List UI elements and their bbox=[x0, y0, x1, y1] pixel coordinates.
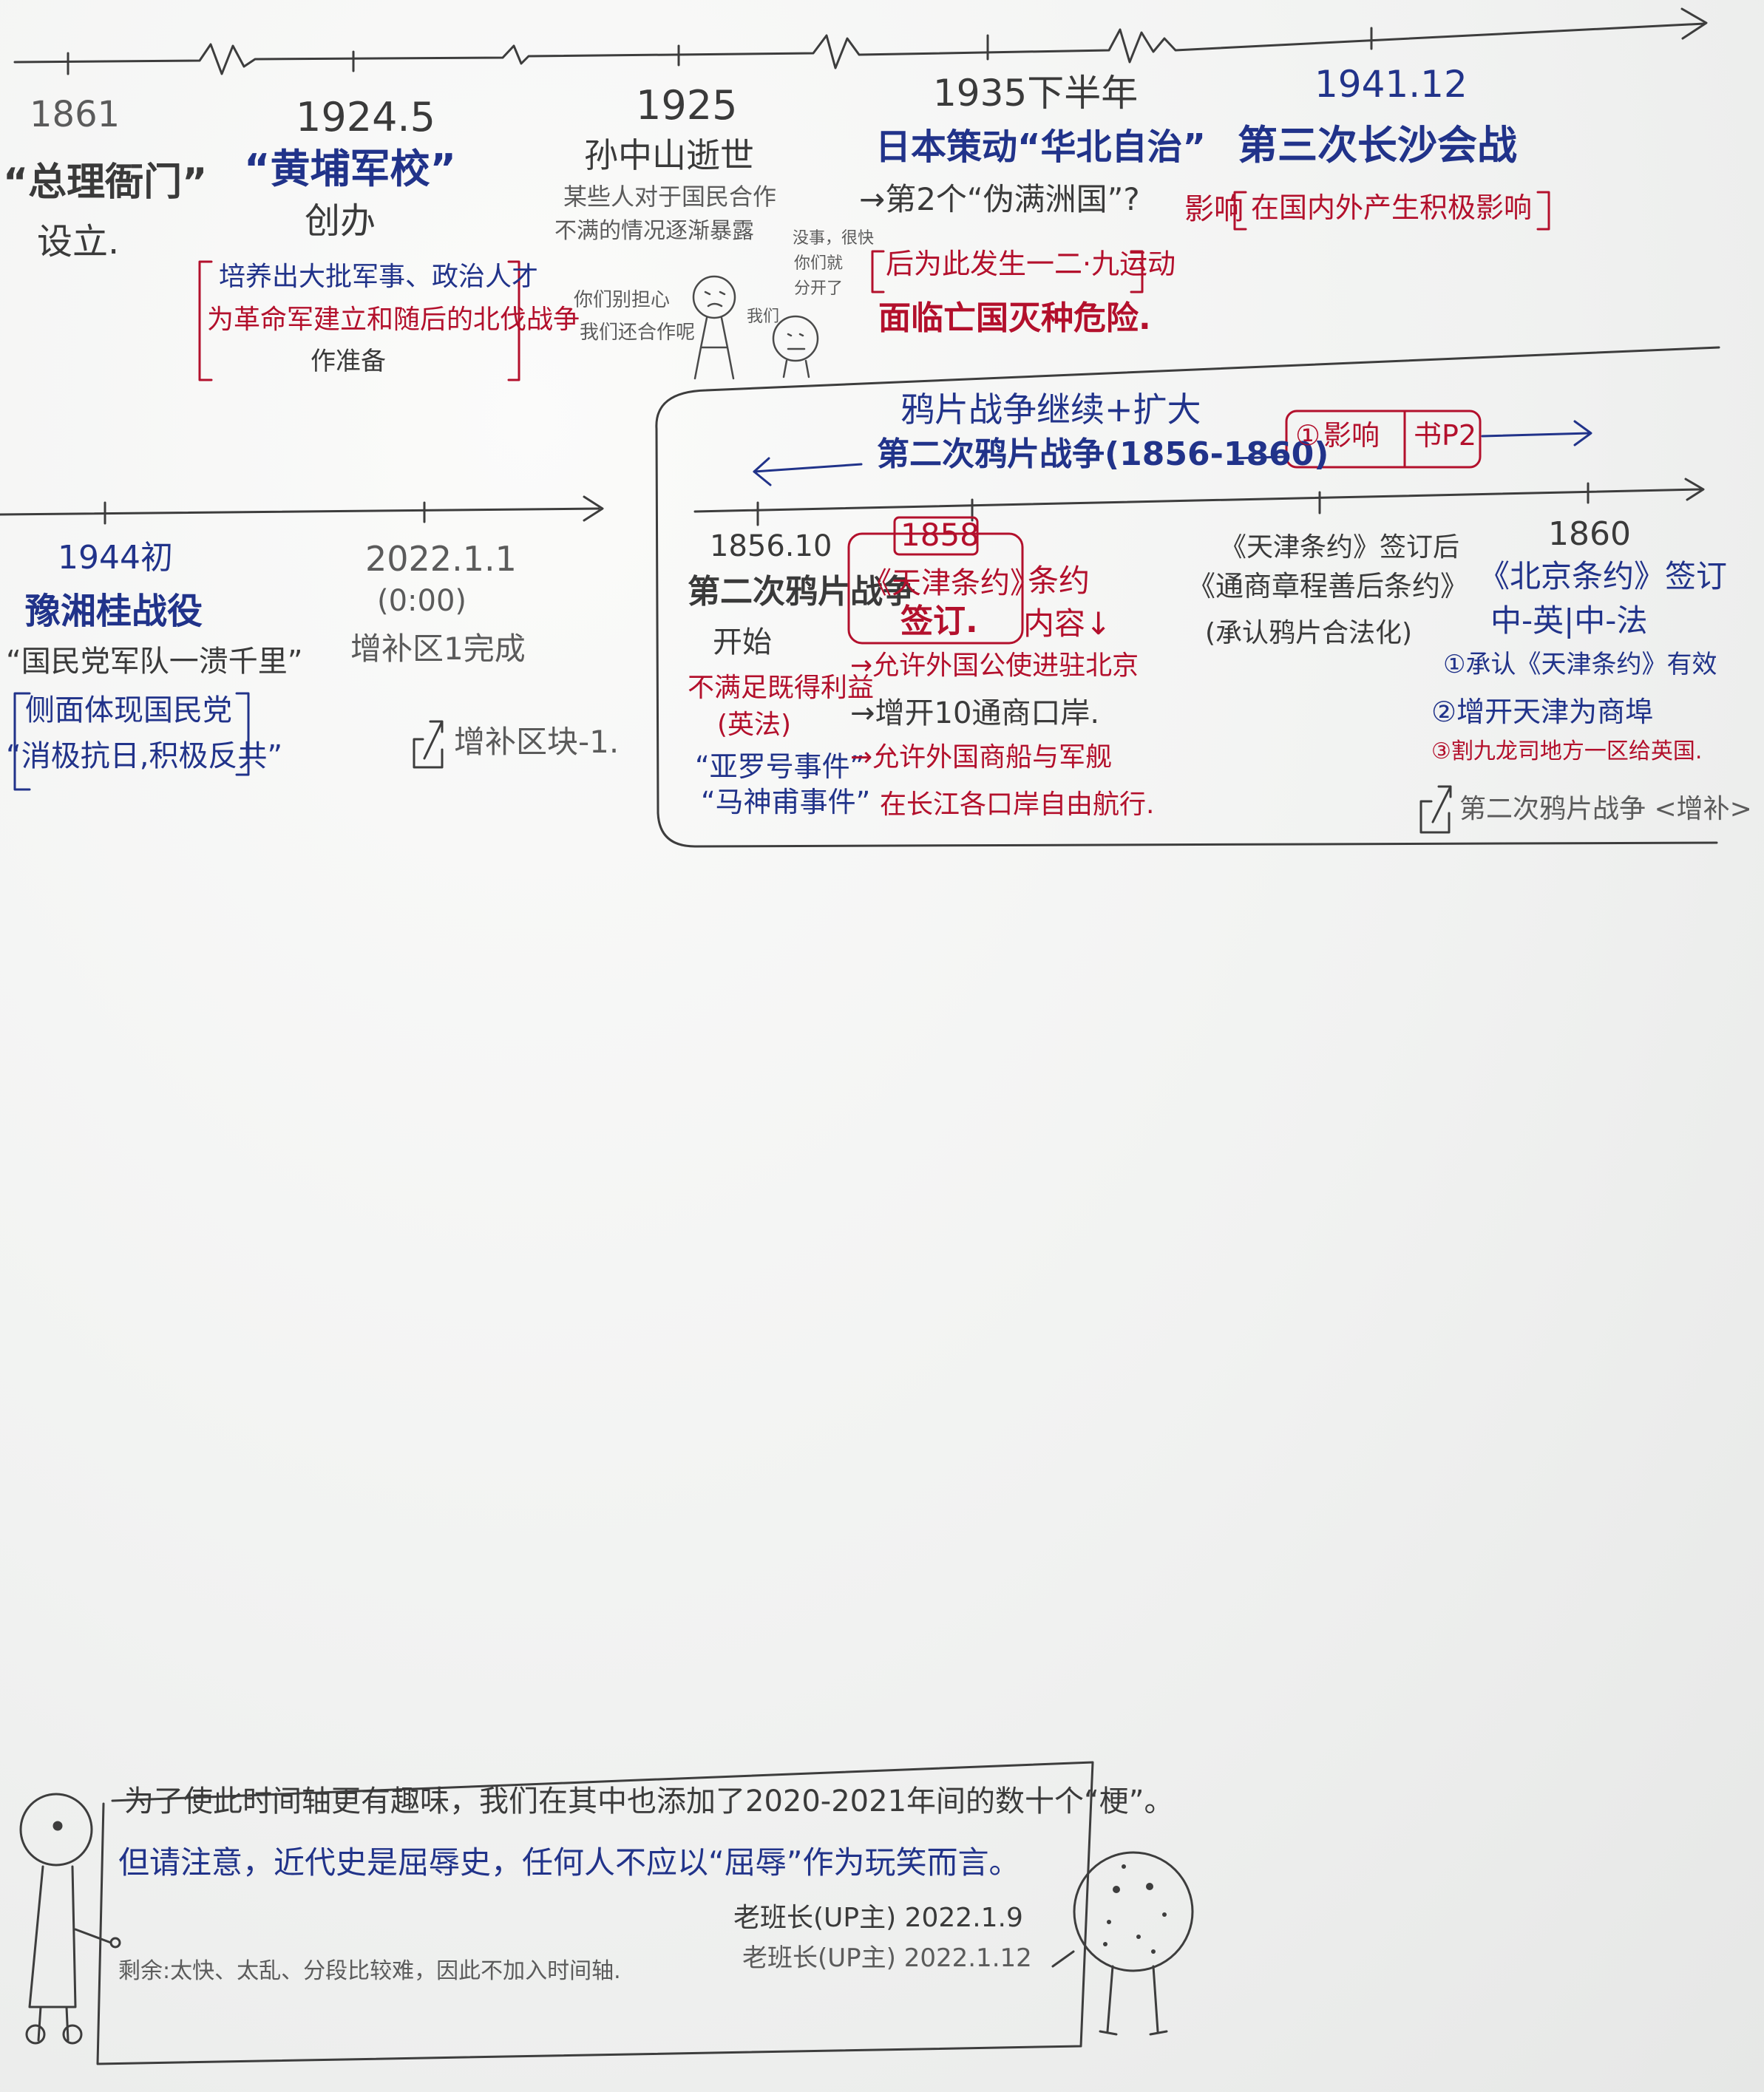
bottom-timeline-axis bbox=[0, 507, 600, 516]
supplement-line: 《通商章程善后条约》 bbox=[1187, 570, 1469, 602]
event-date: 1861 bbox=[30, 94, 121, 135]
treaty-year: 1858 bbox=[900, 517, 980, 553]
event-side: 没事，很快 bbox=[793, 229, 875, 248]
event-date: 1925 bbox=[636, 82, 738, 129]
start-title: 第二次鸦片战争 bbox=[688, 573, 915, 611]
footer-signature-1: 老班长(UP主) 2022.1.9 bbox=[733, 1903, 1023, 1933]
start-reason: “马神甫事件” bbox=[701, 786, 871, 818]
event-note: 不满的情况逐渐暴露 bbox=[554, 218, 754, 244]
event-side: 分开了 bbox=[794, 279, 844, 298]
event-date: 2022.1.1 bbox=[365, 539, 517, 579]
impact-tag-frame bbox=[1285, 410, 1482, 469]
footer-frame bbox=[96, 1761, 1094, 2065]
end-title: 《北京条约》签订 bbox=[1479, 558, 1728, 594]
event-title: 增补区1完成 bbox=[350, 631, 526, 667]
supplement-line: (承认鸦片合法化) bbox=[1205, 618, 1413, 648]
event-title: 豫湘桂战役 bbox=[25, 591, 203, 632]
event-note: 后为此发生一二·九运动 bbox=[886, 248, 1176, 280]
link-icon-1 bbox=[413, 720, 444, 769]
end-item: ②增开天津为商埠 bbox=[1431, 696, 1654, 728]
event-note: 侧面体现国民党 bbox=[25, 693, 232, 727]
event-note: 影响 bbox=[1184, 192, 1244, 226]
event-side: 你们别担心 bbox=[574, 289, 671, 311]
impact-tag-ref: 书P2 bbox=[1414, 419, 1477, 452]
start-reason: “亚罗号事件” bbox=[695, 750, 865, 783]
link-icon-2 bbox=[1419, 785, 1452, 834]
addendum-inner-axis bbox=[693, 488, 1702, 513]
footer-line-1: 为了使此时间轴更有趣味，我们在其中也添加了2020-2021年间的数十个“梗”。 bbox=[124, 1784, 1174, 1818]
addendum-header-2: 第二次鸦片战争(1856-1860) bbox=[877, 435, 1329, 473]
end-sub: 中-英|中-法 bbox=[1490, 602, 1648, 639]
treaty-clause: 在长江各口岸自由航行. bbox=[880, 789, 1155, 820]
end-item: ③割九龙司地方一区给英国. bbox=[1431, 738, 1703, 764]
period-arrow-right-head bbox=[1573, 420, 1592, 446]
event-side: 你们就 bbox=[794, 254, 844, 273]
event-note: →第2个“伪满洲国”? bbox=[859, 181, 1140, 217]
treaty-1858-frame bbox=[847, 532, 1024, 645]
period-arrow-right bbox=[1233, 432, 1591, 460]
event-note: 作准备 bbox=[311, 347, 386, 376]
addendum-box bbox=[655, 346, 1720, 848]
event-sub: 创办 bbox=[305, 200, 376, 242]
event-title: 孙中山逝世 bbox=[584, 135, 754, 175]
impact-tag-label[interactable]: 影响 bbox=[1323, 419, 1380, 452]
footer-line-2: 但请注意，近代史是屈辱史，任何人不应以“屈辱”作为玩笑而言。 bbox=[118, 1844, 1020, 1881]
bottom-timeline-arrowhead bbox=[583, 495, 604, 522]
event-note: “国民党军队一溃千里” bbox=[6, 645, 303, 679]
event-title: 日本策动“华北自治” bbox=[875, 126, 1207, 168]
period-arrow-left bbox=[753, 463, 863, 473]
event-note: 为革命军建立和随后的北伐战争 bbox=[207, 305, 580, 335]
addendum-header-1: 鸦片战争继续+扩大 bbox=[900, 390, 1201, 429]
event-note: 培养出大批军事、政治人才 bbox=[219, 262, 539, 292]
event-date: 1944初 bbox=[58, 539, 173, 577]
treaty-side: 条约 bbox=[1028, 563, 1090, 599]
start-sub: 开始 bbox=[713, 625, 772, 659]
event-note: 某些人对于国民合作 bbox=[563, 183, 777, 211]
start-reason: 不满足既得利益 bbox=[688, 673, 875, 703]
end-date: 1860 bbox=[1548, 515, 1631, 553]
bracket-1935 bbox=[871, 250, 1144, 293]
top-timeline-arrowhead bbox=[1680, 7, 1708, 40]
treaty-clause: →增开10通商口岸. bbox=[850, 696, 1100, 730]
treaty-clause: →允许外国商船与军舰 bbox=[850, 742, 1113, 772]
year-1858-frame bbox=[893, 516, 979, 556]
end-item: ①承认《天津条约》有效 bbox=[1443, 650, 1717, 679]
event-title: “总理衙门” bbox=[3, 160, 208, 205]
link-addendum-2[interactable]: 第二次鸦片战争 <增补> bbox=[1459, 794, 1752, 824]
link-addendum-1[interactable]: 增补区块-1. bbox=[454, 724, 620, 760]
treaty-clause: →允许外国公使进驻北京 bbox=[850, 651, 1139, 681]
treaty-sub: 签订. bbox=[900, 602, 978, 640]
bracket-1944 bbox=[13, 692, 250, 791]
start-reason: (英法) bbox=[717, 710, 792, 740]
event-note: “消极抗日,积极反共” bbox=[6, 739, 283, 773]
event-time: (0:00) bbox=[377, 584, 467, 618]
cookie-doodle bbox=[1073, 1851, 1194, 1972]
treaty-title: 《天津条约》 bbox=[862, 566, 1039, 600]
event-side: 我们 bbox=[747, 308, 780, 326]
start-date: 1856.10 bbox=[710, 529, 832, 563]
event-sub: 设立. bbox=[37, 221, 120, 262]
impact-tag-num: ① bbox=[1295, 419, 1321, 452]
bracket-1924 bbox=[198, 260, 520, 381]
event-title: 第三次长沙会战 bbox=[1238, 122, 1517, 169]
event-date: 1941.12 bbox=[1314, 63, 1468, 106]
event-note: 在国内外产生积极影响 bbox=[1251, 191, 1533, 224]
supplement-line: 《天津条约》签订后 bbox=[1220, 532, 1460, 563]
top-timeline-axis bbox=[13, 22, 1706, 75]
period-arrow-left-head bbox=[753, 457, 772, 486]
event-date: 1935下半年 bbox=[933, 72, 1139, 115]
event-side: 我们还合作呢 bbox=[580, 322, 696, 344]
treaty-side: 内容↓ bbox=[1023, 605, 1112, 642]
footer-signature-2: 老班长(UP主) 2022.1.12 bbox=[742, 1943, 1032, 1973]
footer-line-3: 剩余:太快、太乱、分段比较难，因此不加入时间轴. bbox=[118, 1958, 621, 1984]
event-title: “黄埔军校” bbox=[244, 146, 456, 192]
event-date: 1924.5 bbox=[296, 94, 435, 140]
event-note: 面临亡国灭种危险. bbox=[878, 299, 1151, 337]
bracket-1941 bbox=[1233, 191, 1550, 231]
addendum-inner-arrowhead bbox=[1684, 478, 1705, 501]
